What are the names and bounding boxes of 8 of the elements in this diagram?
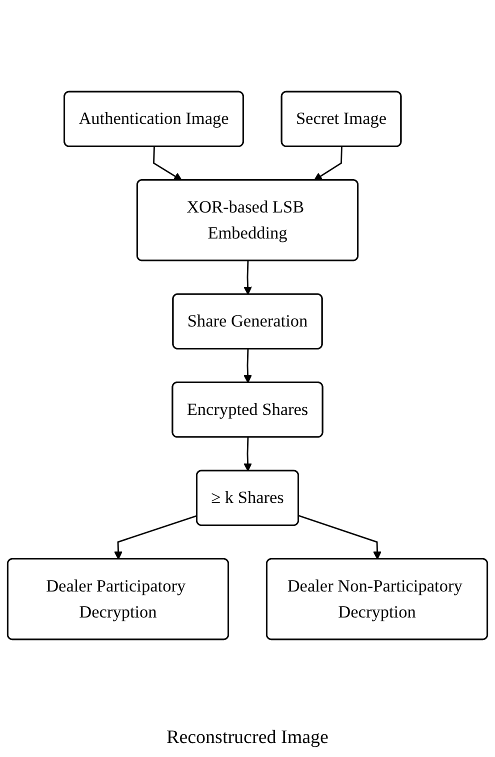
arrow [114,514,198,560]
arrow [244,349,252,384]
caption: Reconstrucred Image [166,727,328,749]
arrow [314,146,342,181]
arrow [298,514,382,560]
arrow [244,437,252,472]
arrow [153,146,182,181]
arrow [244,260,252,295]
